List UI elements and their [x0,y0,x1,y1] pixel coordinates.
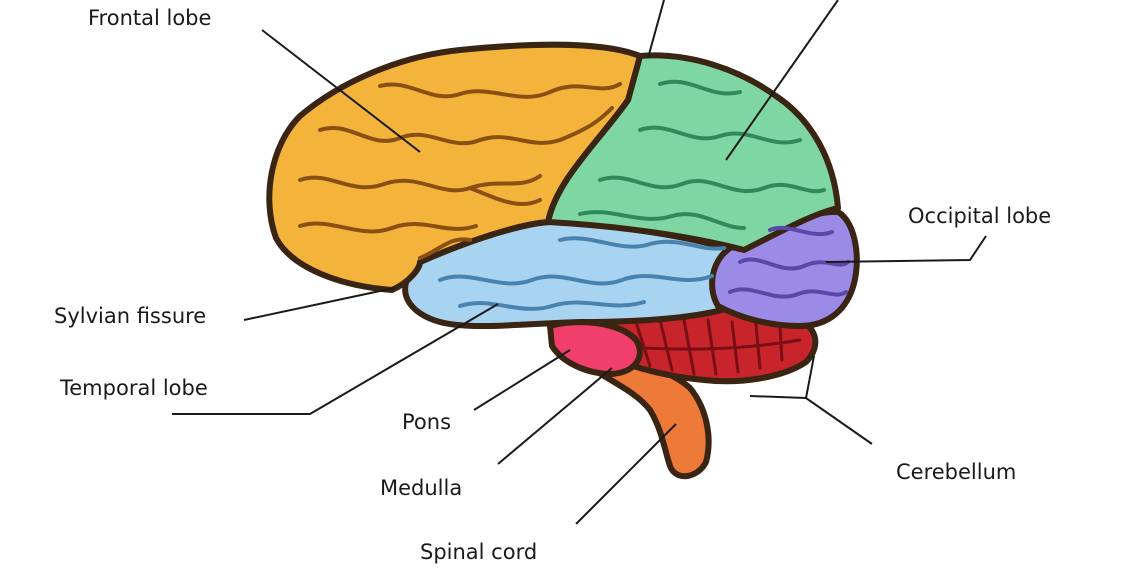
label-spinal-cord: Spinal cord [420,540,538,564]
label-temporal-lobe: Temporal lobe [60,376,208,400]
leader-sylvian-fissure [243,287,395,321]
leader-pons [473,349,571,411]
pons-shape [547,319,643,377]
label-cerebellum: Cerebellum [896,460,1017,484]
leader-lines [172,0,987,525]
label-pons: Pons [402,410,452,434]
occipital-gyri [728,225,850,299]
parietal-gyri [578,79,826,230]
leader-spinal-cord [575,423,677,525]
leader-cerebellum [749,395,873,445]
leader-medulla [497,367,613,465]
leader-cerebellum-upper [805,355,815,399]
leader-parietal-right [725,0,839,161]
frontal-gyri [298,82,622,260]
label-medulla: Medulla [380,476,463,500]
temporal-gyri [438,236,726,311]
leader-frontal-lobe [261,29,421,153]
label-occipital-lobe: Occipital lobe [908,204,1052,228]
leader-occipital-lobe [825,235,987,263]
label-sylvian-fissure: Sylvian fissure [54,304,207,328]
leader-temporal-lobe [172,303,499,415]
label-frontal-lobe: Frontal lobe [88,6,212,30]
leader-parietal-top [647,0,665,59]
